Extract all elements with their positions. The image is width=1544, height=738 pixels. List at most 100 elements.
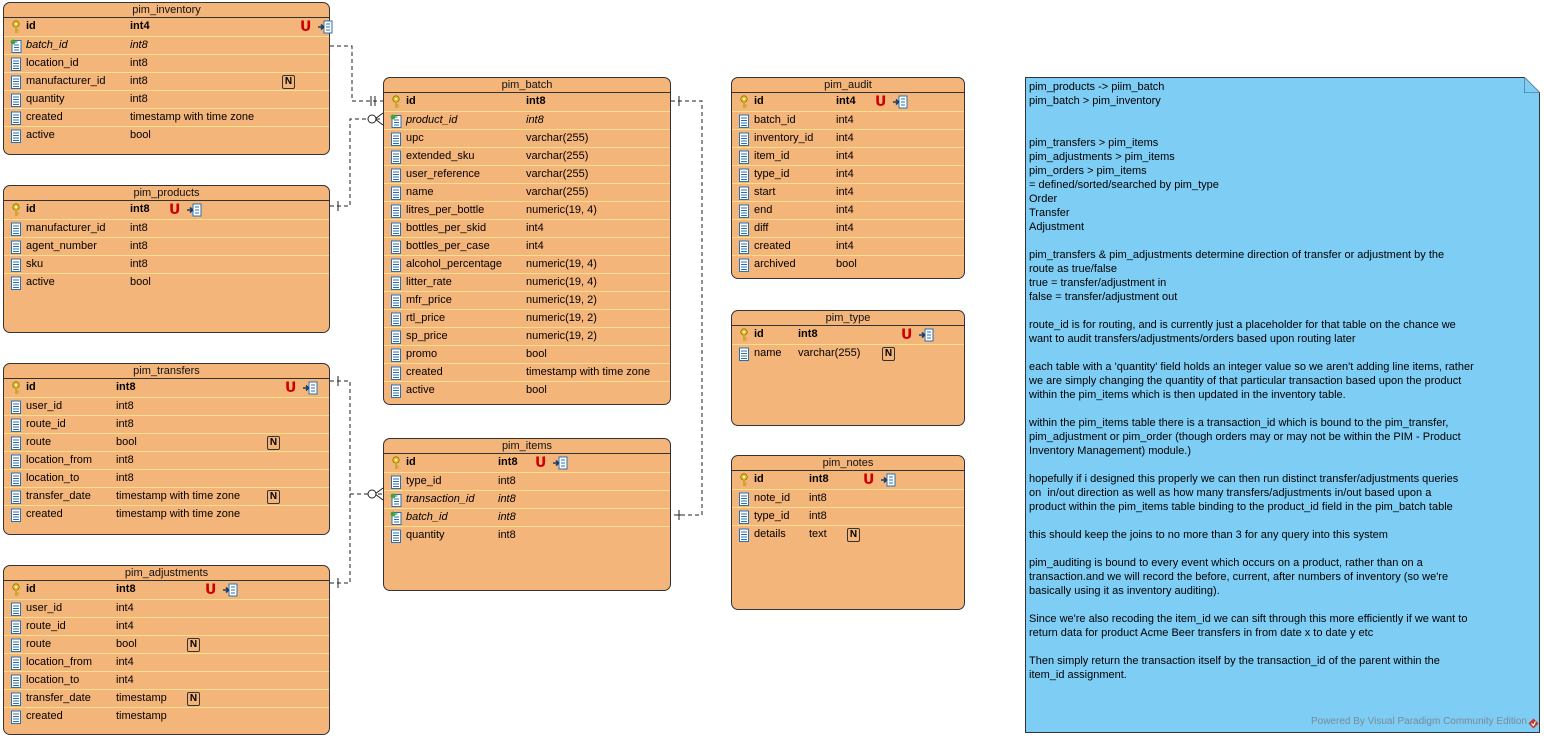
- unique-badge: U: [300, 19, 312, 35]
- column-icon: [739, 347, 749, 361]
- key-icon: [12, 203, 20, 216]
- column-type: int8: [130, 39, 148, 51]
- column-name: id: [26, 381, 36, 393]
- index-icon: [553, 456, 568, 470]
- connector-products-batch[interactable]: [330, 118, 383, 207]
- column-type: int4: [836, 222, 854, 234]
- unique-badge: U: [285, 380, 297, 396]
- column-icon: [11, 129, 21, 143]
- entity-title: pim_inventory: [4, 3, 329, 18]
- connector-adjustments-items[interactable]: [330, 494, 351, 584]
- note-line: return data for product Acme Beer transf…: [1029, 627, 1374, 639]
- column-icon: [11, 656, 21, 670]
- column-icon: [739, 132, 749, 146]
- note-line: [1029, 514, 1533, 528]
- column-icon: [11, 472, 21, 486]
- column-icon: [11, 258, 21, 272]
- connector-transfers-items[interactable]: [330, 380, 383, 495]
- column-name: bottles_per_skid: [406, 222, 487, 234]
- connector-inventory-batch[interactable]: [330, 45, 383, 102]
- unique-badge: U: [205, 582, 217, 598]
- connector-batch-items[interactable]: [671, 100, 703, 516]
- index-icon: [919, 328, 934, 342]
